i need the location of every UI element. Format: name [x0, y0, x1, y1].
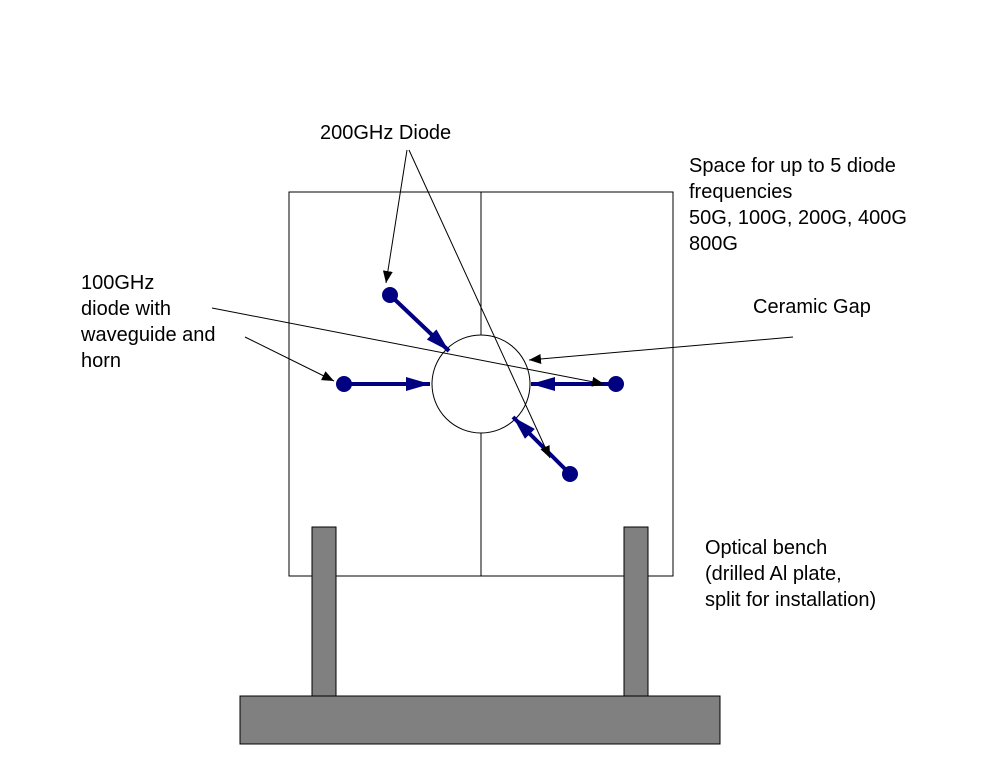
label-100ghz-diode: 100GHz diode with waveguide and horn: [81, 270, 216, 374]
label-optical-bench: Optical bench (drilled Al plate, split f…: [705, 535, 876, 613]
diode-dot-lower-right: [562, 466, 578, 482]
label-optical-bench-line1: Optical bench: [705, 537, 828, 559]
right-support-post: [623, 526, 649, 699]
ceramic-gap-circle: [431, 334, 531, 434]
diode-dot-right: [608, 376, 624, 392]
pointer-100ghz-to-right: [211, 307, 605, 387]
label-diode-space-line2: frequencies: [689, 181, 793, 203]
label-ceramic-gap: Ceramic Gap: [753, 294, 871, 320]
label-100ghz-diode-line4: horn: [81, 350, 122, 372]
diode-dot-left: [336, 376, 352, 392]
left-support-post: [311, 526, 337, 699]
label-200ghz-diode-text: 200GHz Diode: [320, 122, 452, 144]
label-ceramic-gap-text: Ceramic Gap: [753, 296, 871, 318]
label-diode-space: Space for up to 5 diode frequencies 50G,…: [689, 153, 907, 257]
bench-base: [239, 695, 721, 745]
label-diode-space-line1: Space for up to 5 diode: [689, 155, 896, 177]
label-100ghz-diode-line3: waveguide and: [81, 324, 216, 346]
diode-arrow-upper-left: [388, 293, 451, 353]
label-100ghz-diode-line2: diode with: [81, 298, 172, 320]
pointer-200ghz-to-lower-right: [408, 149, 551, 459]
label-diode-space-line3: 50G, 100G, 200G, 400G: [689, 207, 907, 229]
label-diode-space-line4: 800G: [689, 233, 738, 255]
label-optical-bench-line2: (drilled Al plate,: [705, 563, 842, 585]
diode-dot-upper-left: [382, 287, 398, 303]
pointer-200ghz-to-upper-left: [382, 149, 408, 284]
label-optical-bench-line3: split for installation): [705, 589, 877, 611]
pointer-100ghz-to-left: [244, 336, 335, 382]
label-200ghz-diode: 200GHz Diode: [320, 120, 451, 146]
label-100ghz-diode-line1: 100GHz: [81, 272, 155, 294]
pointer-ceramic-gap: [528, 336, 794, 364]
